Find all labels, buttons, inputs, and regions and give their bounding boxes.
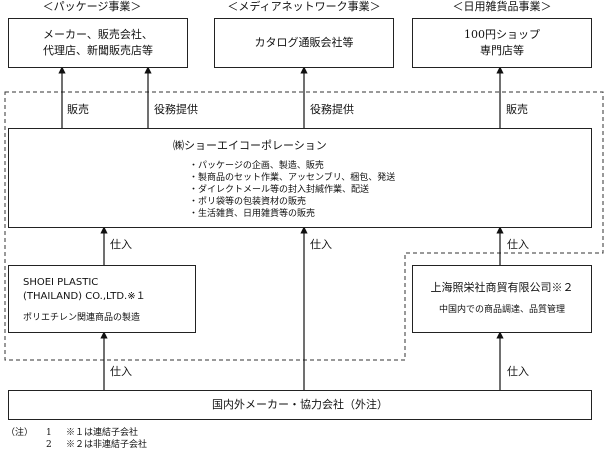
subsidiary-thai-box: SHOEI PLASTIC (THAILAND) CO.,LTD.※１ ポリエチ… [8, 265, 196, 333]
activity-item: ・ポリ袋等の包装資材の販売 [189, 197, 307, 207]
label-purchase-suppliers: 仕入 [310, 238, 332, 251]
subsidiary-shanghai-box: 上海照栄社商貿有限公司※２ 中国内での商品調達、品質管理 [412, 265, 592, 333]
customer-box-package: メーカー、販売会社、 代理店、新聞販売店等 [8, 18, 188, 68]
subsidiary-thai-name-line1: SHOEI PLASTIC [23, 277, 99, 288]
label-purchase-to-thai: 仕入 [110, 365, 132, 378]
customer-package-line2: 代理店、新聞販売店等 [43, 44, 153, 57]
label-purchase-thai: 仕入 [110, 238, 132, 251]
label-sales-daily: 販売 [506, 103, 528, 116]
label-sales-package: 販売 [67, 103, 89, 116]
suppliers-box: 国内外メーカー・協力会社（外注） [8, 390, 592, 420]
customer-daily-line1: 100円ショップ [464, 28, 540, 41]
heading-package: ＜パッケージ事業＞ [42, 0, 142, 13]
main-company-name: ㈱ショーエイコーポレーション [173, 139, 327, 152]
label-purchase-shanghai: 仕入 [507, 238, 529, 251]
label-service-package: 役務提供 [154, 103, 198, 116]
notes-prefix: （注） [6, 428, 34, 438]
note-number: 2 [46, 440, 52, 450]
subsidiary-thai-description: ポリエチレン関連商品の製造 [23, 313, 141, 323]
customer-box-daily: 100円ショップ 専門店等 [412, 18, 592, 68]
customer-package-line1: メーカー、販売会社、 [43, 28, 153, 41]
customer-media-line1: カタログ通販会社等 [254, 36, 354, 49]
customer-box-media: カタログ通販会社等 [214, 18, 394, 68]
suppliers-label: 国内外メーカー・協力会社（外注） [212, 398, 388, 411]
subsidiary-thai-name-line2: (THAILAND) CO.,LTD.※１ [23, 291, 146, 302]
label-purchase-to-shanghai: 仕入 [507, 365, 529, 378]
note-text: ※２は非連結子会社 [66, 440, 148, 450]
activity-item: ・生活雑貨、日用雑貨等の販売 [189, 209, 316, 219]
group-boundary-dashed [4, 91, 604, 361]
note-text: ※１は連結子会社 [66, 428, 139, 438]
activity-item: ・ダイレクトメール等の封入封緘作業、配送 [189, 185, 370, 195]
subsidiary-shanghai-name: 上海照栄社商貿有限公司※２ [430, 281, 574, 294]
activity-item: ・製商品のセット作業、アッセンブリ、梱包、発送 [189, 173, 396, 183]
label-service-media: 役務提供 [310, 103, 354, 116]
subsidiary-shanghai-description: 中国内での商品調達、品質管理 [438, 305, 565, 315]
main-company-box: ㈱ショーエイコーポレーション ・パッケージの企画、製造、販売 ・製商品のセット作… [8, 128, 592, 228]
heading-daily: ＜日用雑貨品事業＞ [452, 0, 552, 13]
activity-item: ・パッケージの企画、製造、販売 [189, 161, 324, 171]
customer-daily-line2: 専門店等 [480, 44, 524, 57]
note-number: 1 [46, 428, 52, 438]
heading-media: ＜メディアネットワーク事業＞ [227, 0, 381, 13]
